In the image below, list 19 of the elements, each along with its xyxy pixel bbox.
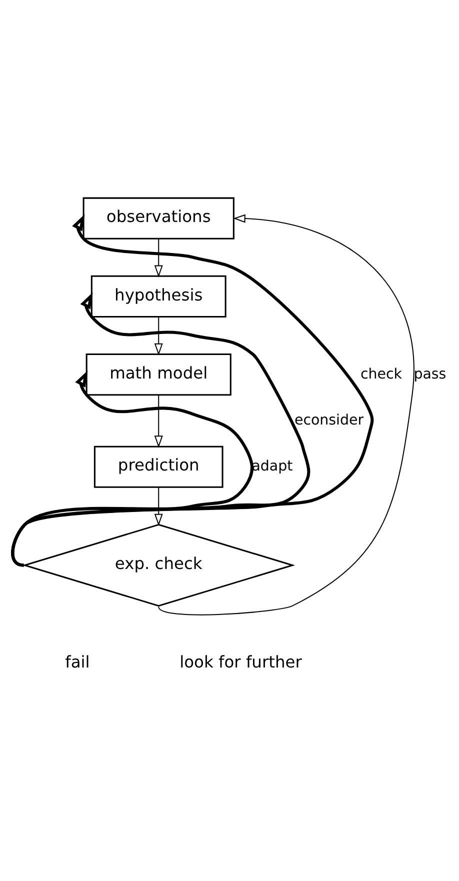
arrow bbox=[11, 214, 374, 566]
node-diamond: exp. check bbox=[22, 523, 296, 606]
label: fail bbox=[65, 652, 90, 672]
edge-label: econsider bbox=[294, 412, 364, 428]
edge-label: check bbox=[360, 366, 402, 382]
node-box: math model bbox=[86, 353, 232, 396]
label: look for further bbox=[180, 652, 302, 672]
arrow bbox=[154, 238, 163, 277]
edge-label: adapt bbox=[252, 458, 293, 474]
node-box: observations bbox=[82, 196, 234, 239]
arrow bbox=[154, 486, 163, 526]
node-box: hypothesis bbox=[90, 274, 226, 317]
arrow bbox=[11, 292, 310, 566]
edge-label: pass bbox=[414, 366, 446, 382]
arrow bbox=[11, 370, 254, 566]
arrow bbox=[154, 394, 163, 448]
arrow bbox=[154, 316, 163, 356]
node-box: prediction bbox=[94, 445, 224, 488]
arrow bbox=[158, 214, 414, 615]
